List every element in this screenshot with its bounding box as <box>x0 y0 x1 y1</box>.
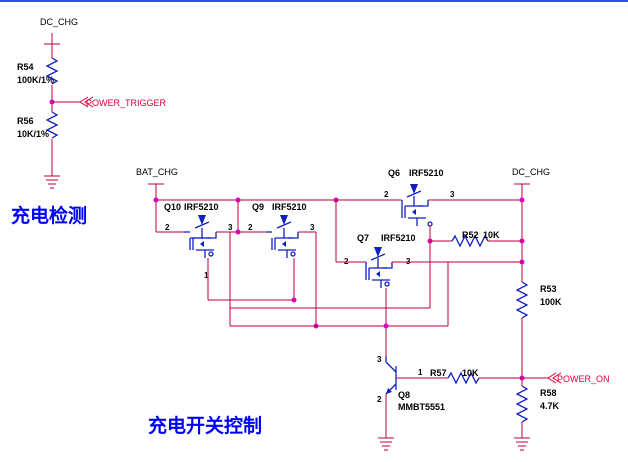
svg-text:3: 3 <box>450 190 455 199</box>
q9-ref: Q9 <box>252 202 264 212</box>
power-trigger-port: POWER_TRIGGER <box>86 98 167 108</box>
r56-value: 10K/1% <box>17 129 49 139</box>
svg-text:2: 2 <box>248 223 253 232</box>
mosfet-q10: Q10 IRF5210 2 3 1 <box>164 202 238 280</box>
ground-symbol <box>378 437 394 451</box>
r57-ref: R57 <box>430 368 447 378</box>
svg-text:2: 2 <box>384 190 389 199</box>
q8-ref: Q8 <box>398 390 410 400</box>
r52-ref: R52 <box>462 230 479 240</box>
r57-value: 10K <box>462 368 479 378</box>
r54-value: 100K/1% <box>17 75 54 85</box>
mosfet-q7: Q7 IRF5210 2 3 <box>335 200 522 288</box>
resistor-r53 <box>515 281 529 319</box>
svg-text:3: 3 <box>228 223 233 232</box>
dc-chg-net-label-right: DC_CHG <box>512 167 550 177</box>
q10-part: IRF5210 <box>184 202 219 212</box>
resistor-r54 <box>45 57 59 85</box>
resistor-r57 <box>447 371 480 385</box>
q8-part: MMBT5551 <box>398 402 445 412</box>
resistor-r52 <box>451 234 489 248</box>
ground-symbol <box>44 175 60 189</box>
dc-chg-net-label-top: DC_CHG <box>40 17 78 27</box>
svg-text:1: 1 <box>204 271 209 280</box>
transistor-q8: 3 2 1 Q8 MMBT5551 <box>377 355 448 438</box>
power-on-port-arrow <box>547 372 562 384</box>
charge-detect-heading: 充电检测 <box>11 204 87 227</box>
svg-text:3: 3 <box>310 223 315 232</box>
r53-value: 100K <box>540 297 562 307</box>
resistor-r58 <box>515 385 529 423</box>
r54-ref: R54 <box>17 62 34 72</box>
r56-ref: R56 <box>17 116 34 126</box>
svg-text:3: 3 <box>377 355 382 364</box>
svg-text:2: 2 <box>165 223 170 232</box>
svg-text:1: 1 <box>418 368 423 377</box>
mosfet-q9: Q9 IRF5210 2 3 <box>248 202 316 258</box>
charge-switch-control-heading: 充电开关控制 <box>148 414 262 437</box>
q6-part: IRF5210 <box>409 168 444 178</box>
bat-chg-net-label: BAT_CHG <box>136 167 178 177</box>
power-trigger-port-arrow <box>79 96 94 108</box>
r53-ref: R53 <box>540 284 557 294</box>
mosfet-q6: Q6 IRF5210 2 3 <box>336 168 522 227</box>
ground-symbol <box>514 437 530 451</box>
r58-ref: R58 <box>540 388 557 398</box>
q7-part: IRF5210 <box>381 233 416 243</box>
resistor-r56 <box>45 111 59 139</box>
charge-detect-circuit: DC_CHG R54 100K/1% POWER_TRIGGER R56 10K… <box>17 17 167 189</box>
r58-value: 4.7K <box>540 401 560 411</box>
svg-text:2: 2 <box>377 395 382 404</box>
power-on-port: POWER_ON <box>557 374 610 384</box>
q10-ref: Q10 <box>164 202 181 212</box>
r52-value: 10K <box>483 230 500 240</box>
q6-ref: Q6 <box>388 168 400 178</box>
q7-ref: Q7 <box>357 233 369 243</box>
q9-part: IRF5210 <box>272 202 307 212</box>
